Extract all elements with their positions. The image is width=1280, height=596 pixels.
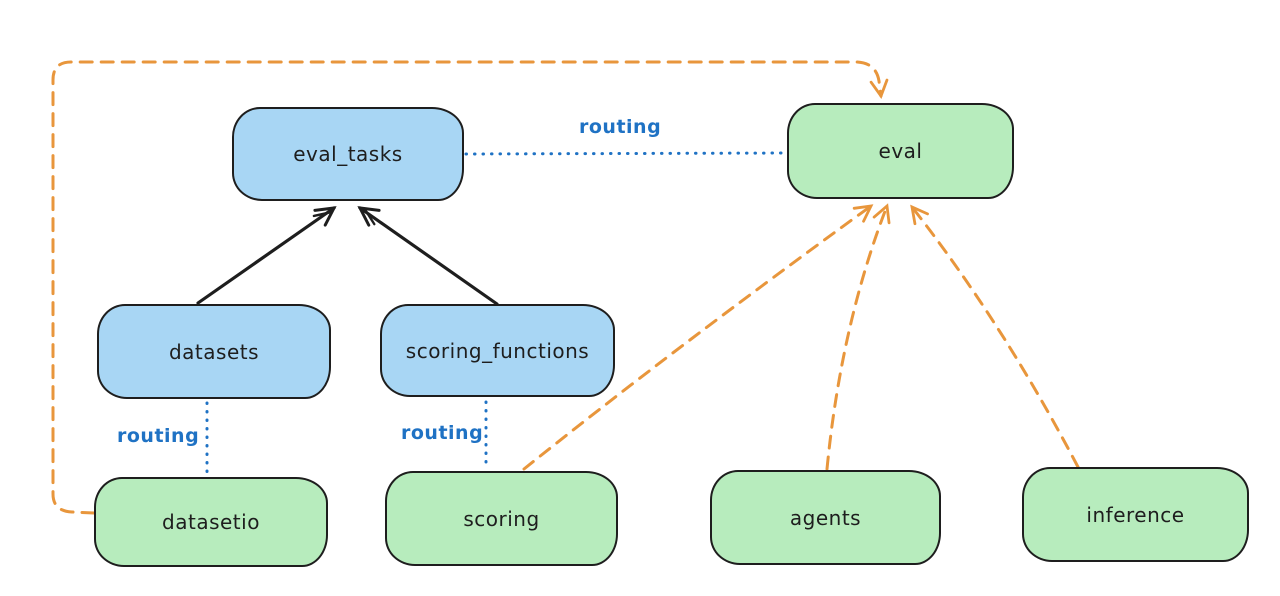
node-datasets: datasets xyxy=(97,304,331,399)
edge-label-routing-eval-tasks-eval: routing xyxy=(579,116,662,138)
node-scoring-label: scoring xyxy=(463,506,540,531)
node-datasetio-label: datasetio xyxy=(162,510,260,534)
edge-label-routing-scoring-functions-scoring: routing xyxy=(401,422,484,444)
edge-agents-to-eval xyxy=(825,203,891,471)
edge-datasets-to-eval-tasks xyxy=(196,206,337,305)
node-inference: inference xyxy=(1022,467,1249,562)
node-scoring-functions-label: scoring_functions xyxy=(405,338,590,363)
node-scoring: scoring xyxy=(385,471,618,566)
edge-scoring-to-eval xyxy=(522,204,874,471)
node-scoring-functions: scoring_functions xyxy=(380,304,615,397)
edge-label-routing-datasets-datasetio: routing xyxy=(117,425,200,447)
node-inference-label: inference xyxy=(1086,502,1185,527)
node-datasetio: datasetio xyxy=(94,477,328,567)
edge-scoring-functions-to-eval-tasks xyxy=(357,206,499,306)
node-datasets-label: datasets xyxy=(168,339,260,364)
node-eval-label: eval xyxy=(878,139,923,163)
node-eval-tasks-label: eval_tasks xyxy=(293,142,403,166)
node-agents: agents xyxy=(710,470,941,565)
edge-inference-to-eval xyxy=(910,204,1080,469)
node-eval-tasks: eval_tasks xyxy=(232,107,464,201)
edge-eval-tasks-to-eval xyxy=(464,151,787,156)
node-eval: eval xyxy=(787,103,1014,199)
node-agents-label: agents xyxy=(789,505,862,530)
